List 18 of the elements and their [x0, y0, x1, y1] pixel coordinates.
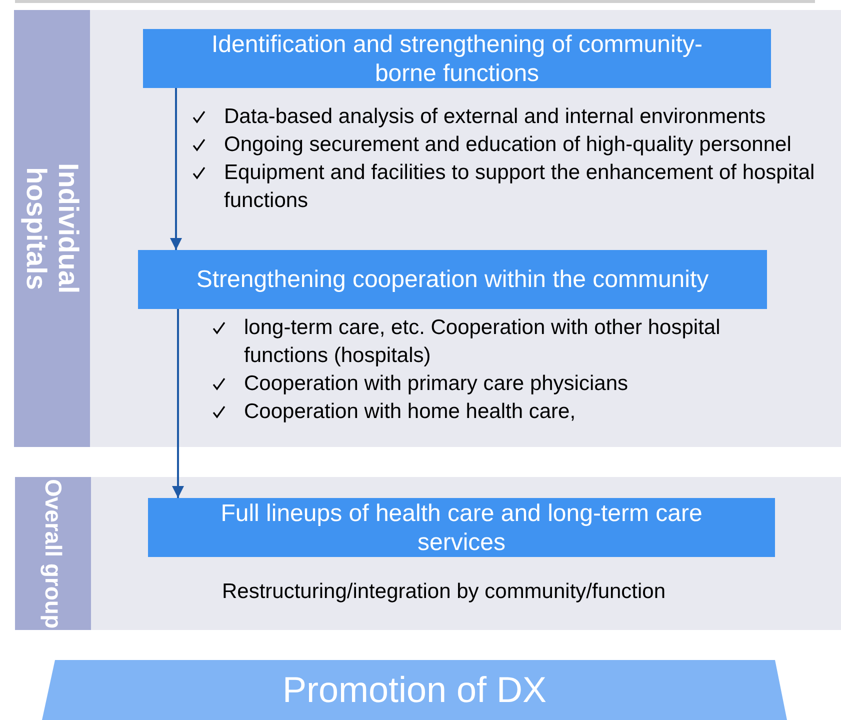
bullet-text: Equipment and facilities to support the enhancement of hospital functions: [224, 160, 816, 214]
process-box: Strengthening cooperation within the community: [138, 250, 767, 309]
arrow: [172, 309, 184, 498]
band-panel: [14, 10, 841, 447]
bullet-text: Cooperation with home health care,: [244, 399, 576, 425]
note-text: Restructuring/integration by community/function: [222, 579, 667, 605]
banner-text: Promotion of DX: [282, 668, 547, 712]
bullet-text: Data-based analysis of external and internal environments: [224, 104, 766, 130]
band-heading: Individual hospitals: [20, 162, 84, 296]
bullet-text: Cooperation with primary care physicians: [244, 371, 628, 397]
bullet-text: long-term care, etc. Cooperation with other hospital functions (hospitals): [244, 315, 722, 369]
trapezoid-banner: [42, 660, 787, 720]
process-box: Full lineups of health care and long-term care services: [148, 498, 775, 557]
bullet-text: Ongoing securement and education of high-quality personnel: [224, 132, 792, 158]
process-box: Identification and strengthening of community-borne functions: [143, 29, 771, 88]
band-heading: Overall group: [40, 478, 66, 628]
band-panel: [15, 477, 841, 630]
arrow: [170, 88, 182, 250]
